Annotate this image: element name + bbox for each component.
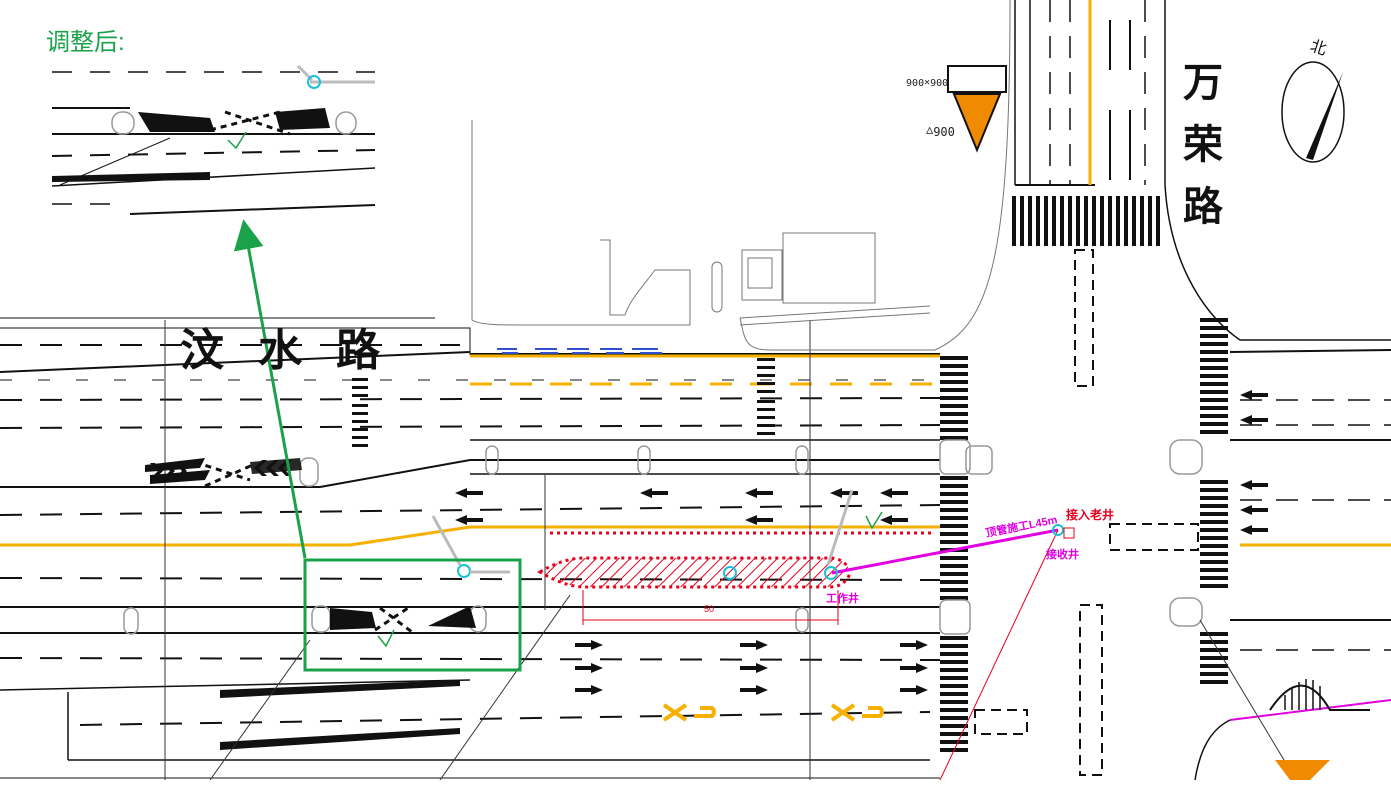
sign-code-top: 006×006 — [906, 76, 949, 87]
check-mark — [865, 511, 883, 530]
inset-detail — [51, 64, 376, 215]
sign-corner — [1275, 760, 1330, 780]
vertical-road — [1014, 0, 1391, 781]
stop-bars — [352, 358, 775, 447]
crosswalk-north — [1012, 196, 1160, 246]
sign-code-side: 006▽ — [926, 124, 955, 138]
curb-hump — [1269, 684, 1370, 711]
building-area — [471, 0, 1011, 351]
road-char: 路 — [336, 325, 414, 376]
lane-dashes — [0, 344, 941, 726]
construction-zone — [537, 531, 935, 625]
work-well-label: 工作井 — [826, 593, 859, 605]
road-name-vertical-2: 荣 — [1183, 121, 1223, 168]
highlight-content — [311, 605, 487, 648]
hump-hatch — [1284, 679, 1321, 710]
length-label: 50 — [704, 604, 715, 614]
compass-icon — [1281, 61, 1345, 163]
road-name-horizontal: 汶水路 — [180, 314, 414, 378]
road-name-vertical-3: 路 — [1183, 183, 1223, 230]
yellow-markings — [662, 703, 884, 722]
crosswalk-west-of-east-road — [1200, 318, 1228, 684]
crosswalk-east — [940, 356, 968, 752]
jacking-pipe — [831, 528, 1391, 781]
dimension-lines — [164, 320, 811, 780]
road-edges — [0, 317, 940, 779]
leader-lines — [431, 489, 854, 574]
highlight-box — [303, 558, 522, 672]
center-line-yellow — [0, 354, 940, 547]
inset-title: 调整后: — [46, 29, 125, 56]
parking-marks — [497, 348, 662, 354]
chevron-markings — [145, 458, 302, 484]
yield-sign — [947, 65, 1007, 153]
road-char: 水 — [258, 325, 336, 376]
receive-well-label: 接收井 — [1046, 549, 1079, 561]
road-char: 汶 — [180, 325, 258, 376]
connect-well-label: 接入老井 — [1066, 508, 1115, 522]
lane-change-dashes — [194, 460, 256, 488]
road-name-vertical-1: 万 — [1183, 59, 1223, 106]
chevron-lower — [220, 680, 460, 750]
callout-arrow — [233, 219, 307, 559]
lane-arrows — [455, 390, 1268, 695]
thin-leaders — [209, 594, 1291, 781]
side-boxes — [974, 249, 1199, 776]
